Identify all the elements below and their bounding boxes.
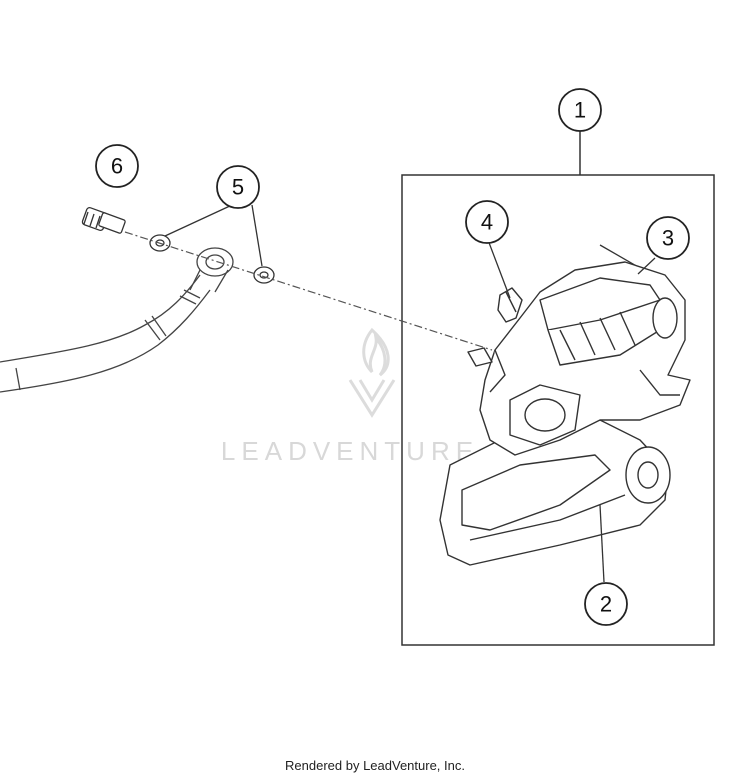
callout-4: 4	[465, 200, 509, 244]
render-credit: Rendered by LeadVenture, Inc.	[285, 758, 465, 773]
brake-hose	[0, 247, 234, 393]
assembly-group-box	[401, 174, 715, 646]
callout-5-label: 5	[232, 175, 244, 200]
callout-1: 1	[558, 88, 602, 132]
callout-2-label: 2	[600, 592, 612, 617]
watermark-text: LEADVENTURE	[221, 436, 479, 466]
callout-6: 6	[95, 144, 139, 188]
callout-6-label: 6	[111, 154, 123, 179]
callout-3: 3	[646, 216, 690, 260]
bleed-nipple	[497, 287, 523, 323]
callout-5: 5	[216, 165, 260, 209]
callout-3-label: 3	[662, 226, 674, 251]
callout-1-label: 1	[574, 98, 586, 123]
watermark: LEADVENTURE	[221, 327, 479, 466]
callout-4-label: 4	[481, 210, 493, 235]
callout-2: 2	[584, 582, 628, 626]
bleed-screw	[81, 206, 126, 234]
brake-caliper	[439, 261, 691, 566]
caliper-leaders	[487, 239, 656, 583]
assembly-axis	[124, 231, 493, 351]
leadventure-flame-logo-icon	[348, 327, 396, 418]
